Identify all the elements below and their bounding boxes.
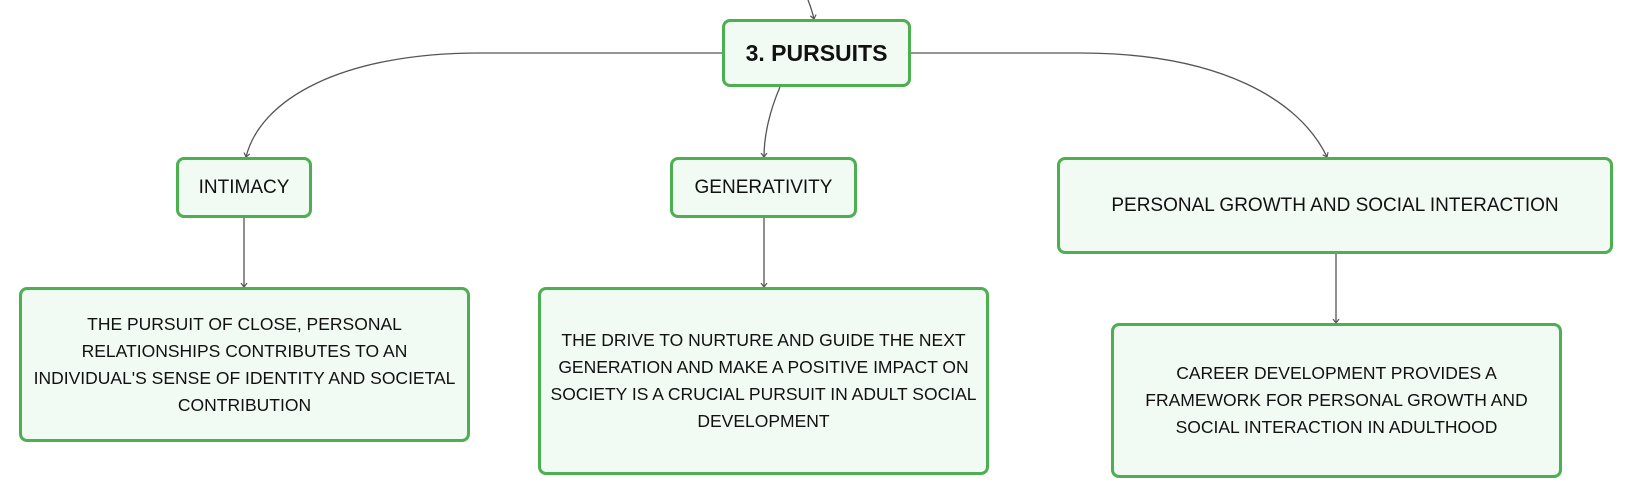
node-generativity[interactable]: GENERATIVITY [670,157,857,218]
node-personal-growth-detail[interactable]: CAREER DEVELOPMENT PROVIDES A FRAMEWORK … [1111,323,1562,478]
node-generativity-detail-text: THE DRIVE TO NURTURE AND GUIDE THE NEXT … [550,330,977,431]
node-personal-growth-label: PERSONAL GROWTH AND SOCIAL INTERACTION [1111,194,1559,216]
node-intimacy-label: INTIMACY [198,176,290,198]
node-intimacy-detail-text: THE PURSUIT OF CLOSE, PERSONAL RELATIONS… [33,313,456,415]
root-node-label: 3. PURSUITS [745,39,888,66]
edge-root-to-growth [911,52,1327,157]
edge-root-to-generativity [764,86,781,157]
node-generativity-label: GENERATIVITY [694,176,833,198]
node-personal-growth-detail-text: CAREER DEVELOPMENT PROVIDES A FRAMEWORK … [1145,363,1528,437]
node-intimacy-detail[interactable]: THE PURSUIT OF CLOSE, PERSONAL RELATIONS… [19,287,470,442]
edge-parent-to-root [807,0,814,19]
node-generativity-detail[interactable]: THE DRIVE TO NURTURE AND GUIDE THE NEXT … [538,287,989,475]
root-node-pursuits[interactable]: 3. PURSUITS [722,19,911,87]
edge-root-to-intimacy [246,52,722,157]
node-intimacy[interactable]: INTIMACY [176,157,312,218]
node-personal-growth[interactable]: PERSONAL GROWTH AND SOCIAL INTERACTION [1057,157,1613,254]
